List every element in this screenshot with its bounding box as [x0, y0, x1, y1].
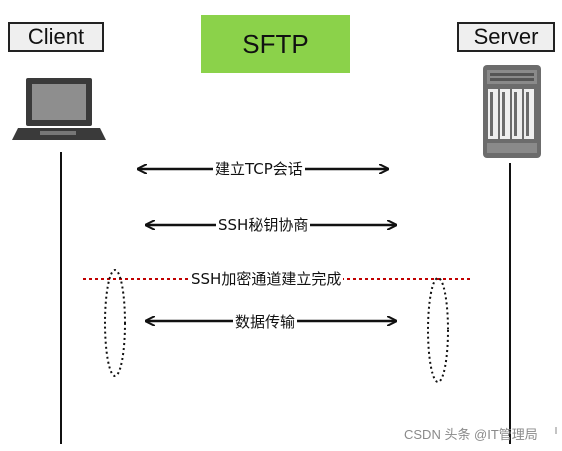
label-data-transfer: 数据传输	[233, 313, 298, 331]
label-tcp-session: 建立TCP会话	[213, 160, 305, 178]
server-rack-icon	[483, 65, 541, 158]
label-ssh-key-exchange: SSH秘钥协商	[216, 216, 311, 234]
label-ssh-channel-established: SSH加密通道建立完成	[189, 270, 344, 288]
client-label: Client	[8, 22, 104, 52]
server-label: Server	[457, 22, 555, 52]
client-channel-endpoint	[104, 269, 126, 377]
diagram-title: SFTP	[201, 15, 350, 73]
laptop-icon	[12, 78, 106, 140]
server-channel-endpoint	[427, 277, 449, 383]
watermark: CSDN 头条 @IT管理局	[404, 427, 538, 442]
